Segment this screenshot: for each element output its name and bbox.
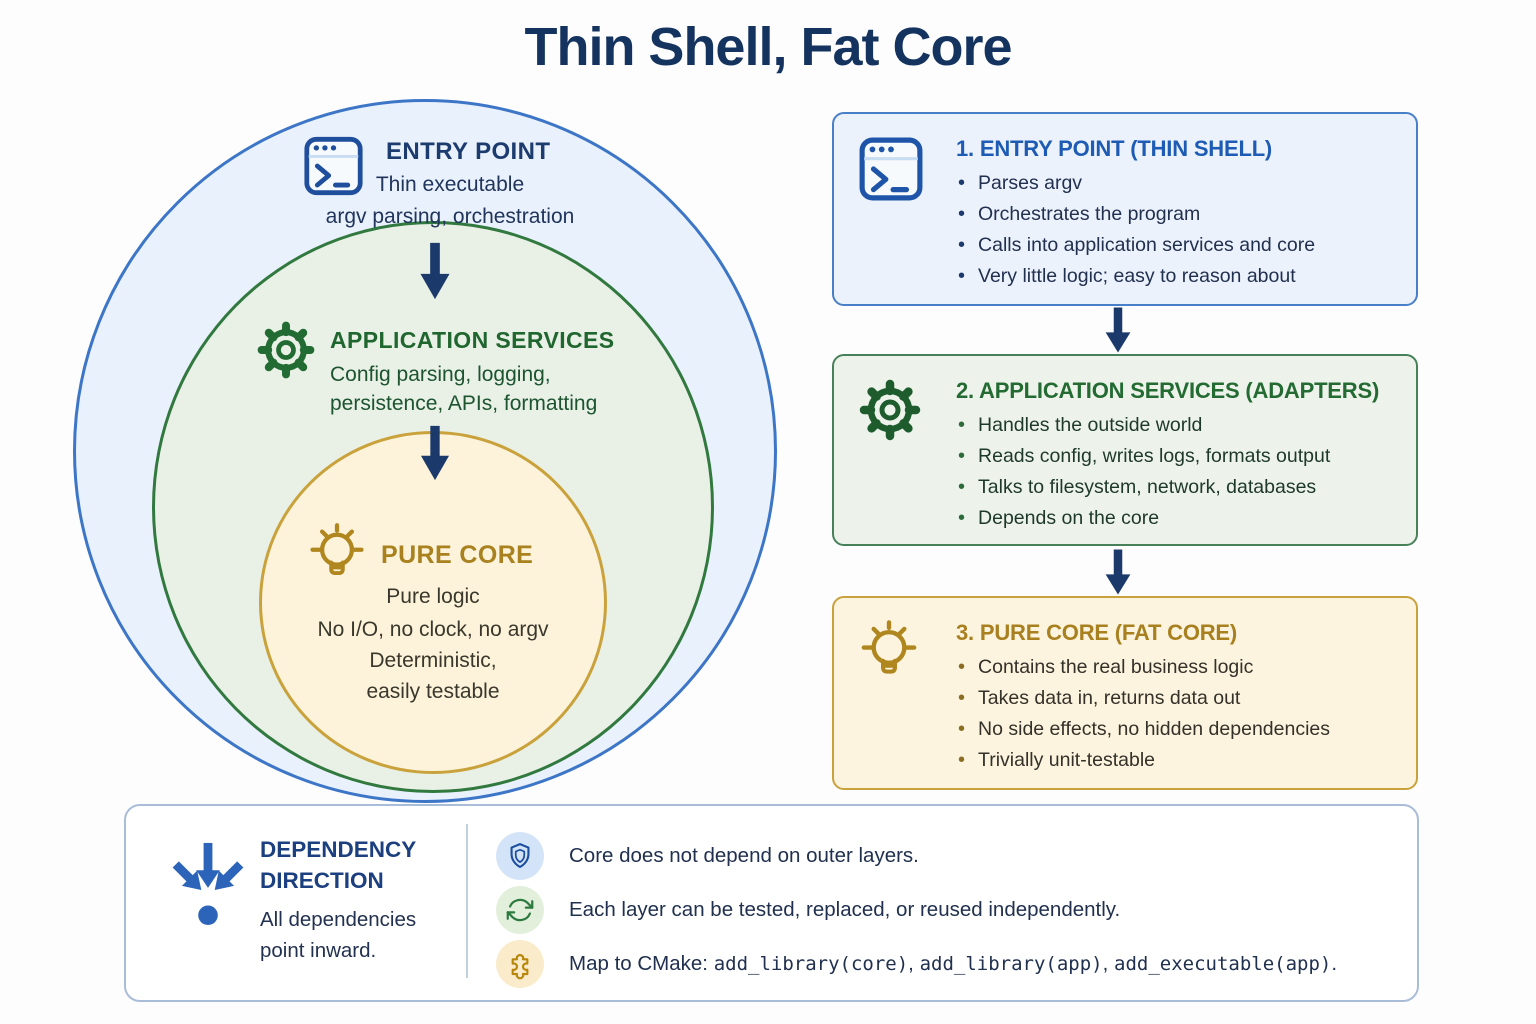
card-bullet: Talks to filesystem, network, databases <box>958 476 1330 507</box>
dependency-direction-heading: DEPENDENCY DIRECTION <box>260 837 416 893</box>
core-layer-line: Pure logic <box>386 585 480 608</box>
card-bullet: Depends on the core <box>958 507 1330 538</box>
card-bullet: Parses argv <box>958 172 1315 203</box>
lightbulb-icon <box>310 523 364 575</box>
card-title: 2. APPLICATION SERVICES (ADAPTERS) <box>956 378 1380 403</box>
down-arrow-icon <box>1105 549 1131 595</box>
card-bullet: Reads config, writes logs, formats outpu… <box>958 445 1330 476</box>
card-application-services: 2. APPLICATION SERVICES (ADAPTERS) Handl… <box>832 354 1418 546</box>
terminal-icon <box>859 137 923 201</box>
card-bullet: Trivially unit-testable <box>958 749 1330 780</box>
services-layer-line: Config parsing, logging, <box>330 363 551 386</box>
page-title: Thin Shell, Fat Core <box>524 17 1012 77</box>
down-arrow-icon <box>1105 307 1131 353</box>
card-title: 3. PURE CORE (FAT CORE) <box>956 620 1238 645</box>
card-bullet: Contains the real business logic <box>958 656 1330 687</box>
core-layer-line: No I/O, no clock, no argv <box>317 618 549 641</box>
footer-panel: DEPENDENCY DIRECTION All dependencies po… <box>124 804 1419 1002</box>
services-layer-title: APPLICATION SERVICES <box>330 327 615 353</box>
vertical-divider <box>466 824 468 978</box>
services-layer-line: persistence, APIs, formatting <box>330 392 598 415</box>
entry-layer-title: ENTRY POINT <box>386 138 551 165</box>
cmake-code: add_executable(app) <box>1114 953 1332 975</box>
card-bullet: Handles the outside world <box>958 414 1330 445</box>
footer-note-text: Core does not depend on outer layers. <box>569 844 919 867</box>
recycle-badge <box>496 886 544 934</box>
footer-note: Map to CMake: add_library(core), add_lib… <box>496 940 1396 988</box>
recycle-icon <box>506 898 534 922</box>
footer-note: Core does not depend on outer layers. <box>496 832 1396 880</box>
down-arrow-icon <box>420 425 450 481</box>
footer-note-text: Map to CMake: add_library(core), add_lib… <box>569 952 1338 975</box>
card-title: 1. ENTRY POINT (THIN SHELL) <box>956 136 1273 161</box>
card-bullet: Very little logic; easy to reason about <box>958 265 1315 296</box>
entry-layer-line: argv parsing, orchestration <box>325 205 575 228</box>
puzzle-icon <box>511 954 529 980</box>
core-layer-line: easily testable <box>366 680 500 703</box>
core-layer-circle <box>259 431 607 774</box>
down-arrow-icon <box>420 242 450 300</box>
shield-badge <box>496 832 544 880</box>
footer-note: Each layer can be tested, replaced, or r… <box>496 886 1396 934</box>
core-layer-line: Deterministic, <box>369 649 497 672</box>
card-bullet: No side effects, no hidden dependencies <box>958 718 1330 749</box>
puzzle-badge <box>496 940 544 988</box>
lightbulb-icon <box>861 620 917 674</box>
terminal-icon <box>304 136 363 196</box>
gear-icon <box>859 379 921 441</box>
shield-icon <box>510 843 530 868</box>
footer-note-text: Each layer can be tested, replaced, or r… <box>569 898 1121 921</box>
cmake-code: add_library(app) <box>919 953 1103 975</box>
gear-icon <box>257 321 315 379</box>
entry-layer-line: Thin executable <box>375 173 525 196</box>
card-bullet: Takes data in, returns data out <box>958 687 1330 718</box>
card-pure-core: 3. PURE CORE (FAT CORE) Contains the rea… <box>832 596 1418 790</box>
card-entry-point: 1. ENTRY POINT (THIN SHELL) Parses argv … <box>832 112 1418 306</box>
cmake-code: add_library(core) <box>713 953 909 975</box>
card-bullet: Orchestrates the program <box>958 203 1315 234</box>
arrows-inward-icon <box>172 842 244 926</box>
dependency-direction-subtext: All dependencies point inward. <box>260 908 417 962</box>
core-layer-title: PURE CORE <box>381 541 534 569</box>
card-bullet: Calls into application services and core <box>958 234 1315 265</box>
